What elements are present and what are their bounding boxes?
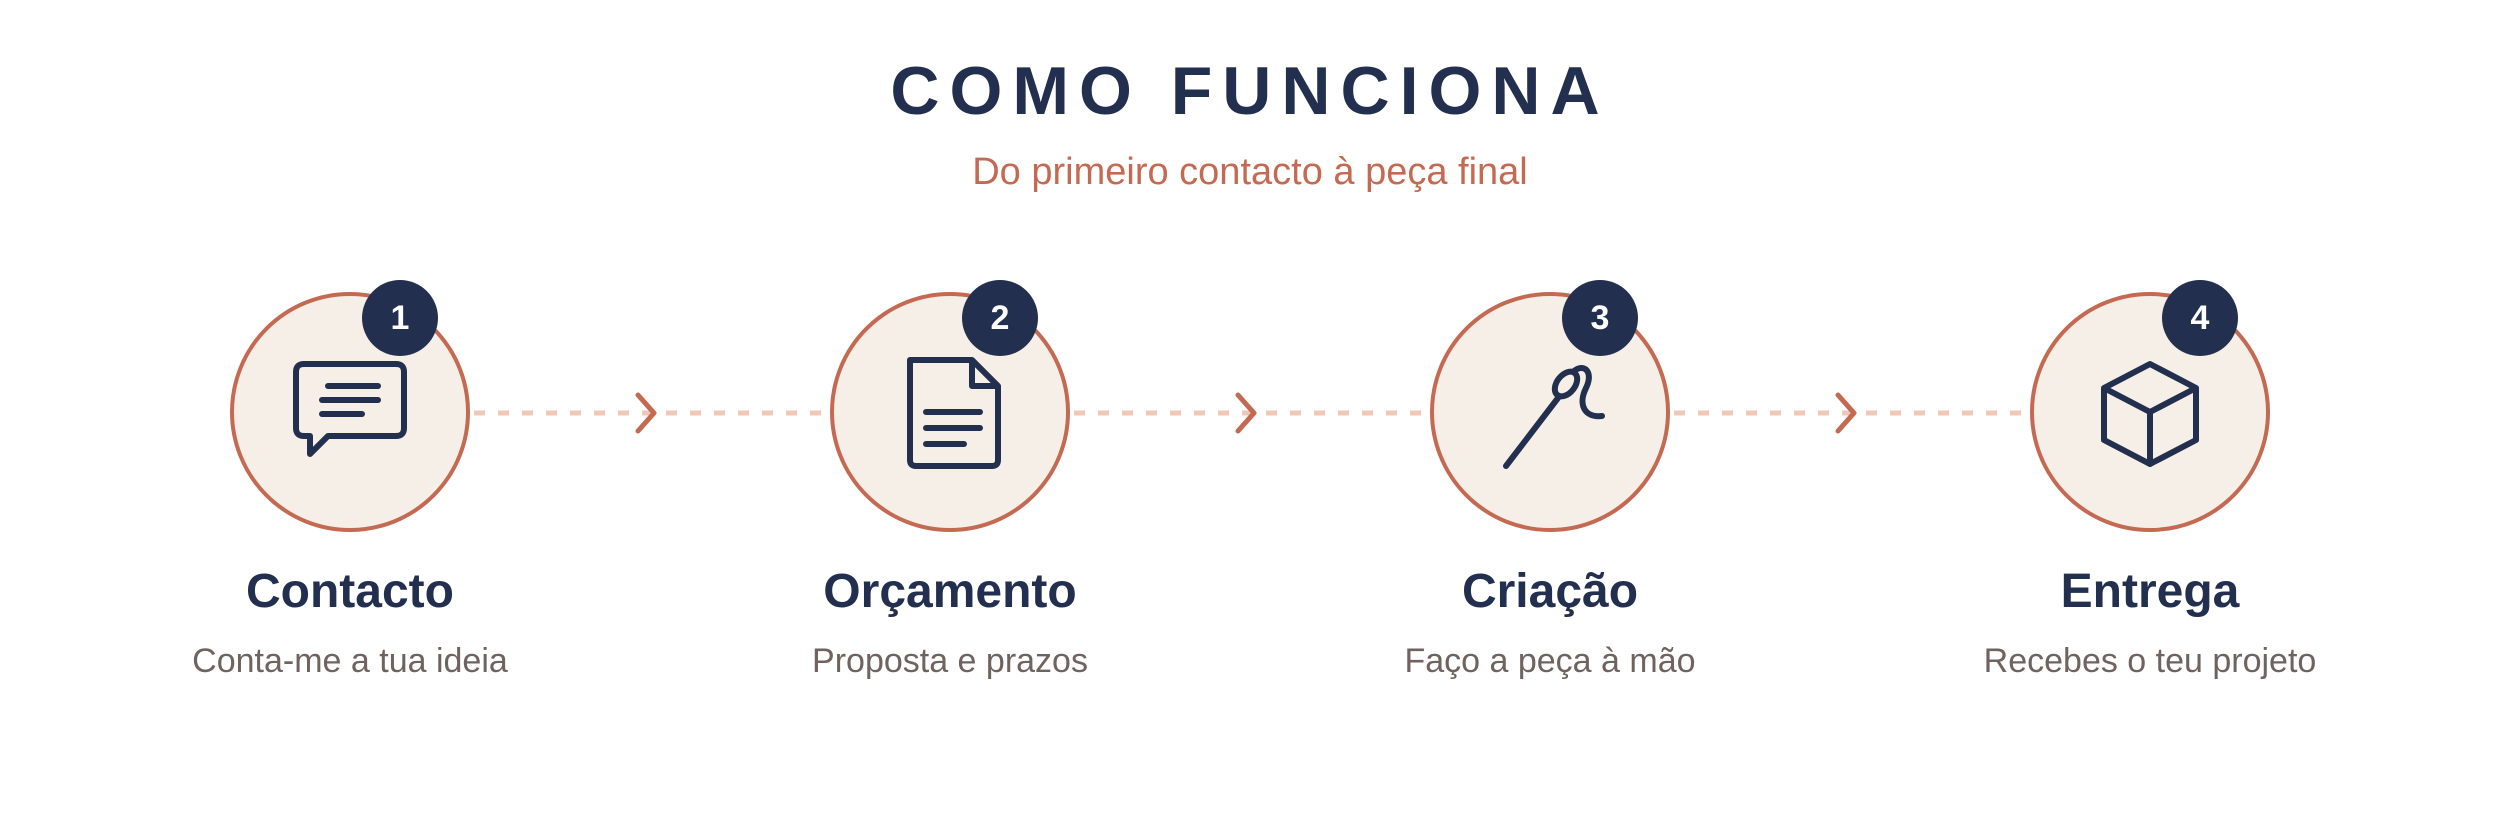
step-title: Criação xyxy=(1461,565,1639,618)
step-entrega: 4 Entrega Recebes o teu projeto xyxy=(1940,280,2360,720)
step-title: Orçamento xyxy=(823,565,1077,618)
page-subtitle: Do primeiro contacto à peça final xyxy=(972,151,1528,193)
step-number-badge: 1 xyxy=(362,280,438,356)
step-description: Recebes o teu projeto xyxy=(1983,642,2317,680)
connector-arrow-1-2 xyxy=(474,392,834,434)
step-number-badge: 4 xyxy=(2162,280,2238,356)
step-description: Proposta e prazos xyxy=(812,642,1088,680)
package-box-icon xyxy=(2101,361,2199,467)
step-title: Contacto xyxy=(246,565,454,618)
step-description: Faço a peça à mão xyxy=(1404,642,1696,680)
connector-arrow-2-3 xyxy=(1074,392,1434,434)
step-title: Entrega xyxy=(2060,565,2240,618)
connector-arrow-3-4 xyxy=(1674,392,2034,434)
chat-bubble-icon xyxy=(293,361,407,457)
step-description: Conta-me a tua ideia xyxy=(192,642,508,680)
step-contacto: 1 Contacto Conta-me a tua ideia xyxy=(140,280,560,720)
page-title: COMO FUNCIONA xyxy=(890,53,1610,129)
step-orcamento: 2 Orçamento Proposta e prazos xyxy=(740,280,1160,720)
document-icon xyxy=(907,357,1001,469)
sewing-needle-icon xyxy=(1503,365,1605,469)
step-number-badge: 2 xyxy=(962,280,1038,356)
step-number-badge: 3 xyxy=(1562,280,1638,356)
step-criacao: 3 Criação Faço a peça à mão xyxy=(1340,280,1760,720)
